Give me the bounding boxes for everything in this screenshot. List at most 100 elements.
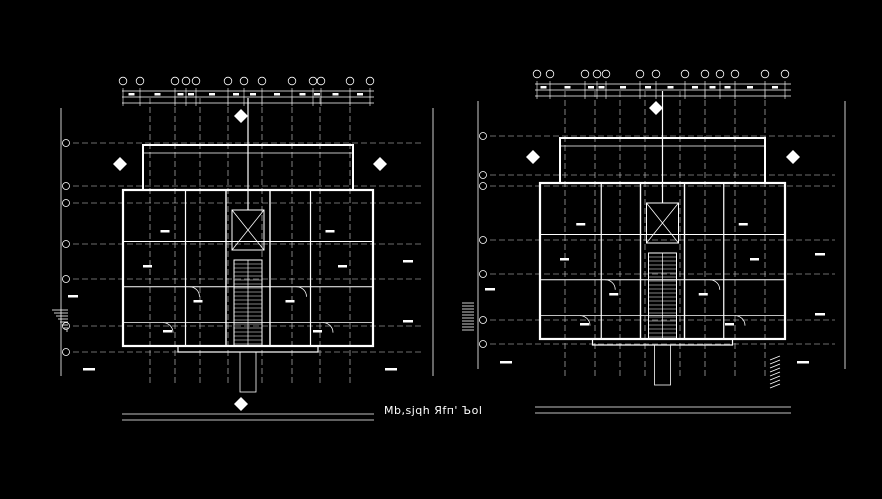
ramp-hatch xyxy=(769,355,781,361)
grid-bubble xyxy=(62,182,70,190)
dimension-tag xyxy=(724,86,731,89)
door-swing xyxy=(734,315,746,326)
grid-bubble xyxy=(62,240,70,248)
grid-bubble xyxy=(365,76,375,86)
grid-bubble xyxy=(479,340,487,348)
dimension-tag xyxy=(588,86,594,89)
grid-bubble xyxy=(592,69,602,79)
dimension-tag xyxy=(188,93,194,96)
dimension-tag xyxy=(338,265,347,268)
dimension-tag xyxy=(576,223,586,226)
dimension-tag xyxy=(193,300,203,303)
dimension-tag xyxy=(128,93,135,96)
right-floor-plan xyxy=(462,69,846,414)
door-swing xyxy=(296,286,307,297)
grid-bubble xyxy=(780,69,790,79)
grid-bubble xyxy=(651,69,661,79)
dimension-tag xyxy=(285,300,295,303)
entrance-stair xyxy=(654,344,671,386)
dimension-tag xyxy=(403,320,413,323)
grid-bubble xyxy=(532,69,542,79)
elevator-cross xyxy=(646,202,679,244)
dimension-tag xyxy=(154,93,161,96)
elevator-cross xyxy=(231,209,265,251)
dimension-tag xyxy=(83,368,95,371)
grid-bubble xyxy=(62,199,70,207)
dimension-tag xyxy=(698,293,708,296)
dimension-tag xyxy=(357,93,363,96)
dimension-tag xyxy=(177,93,184,96)
dimension-tag xyxy=(274,93,280,96)
dimension-tag xyxy=(403,260,413,263)
dimension-tag xyxy=(564,86,571,89)
ramp-hatch xyxy=(769,383,781,389)
grid-bubble xyxy=(580,69,590,79)
grid-bubble xyxy=(715,69,725,79)
dimension-tag xyxy=(313,330,322,333)
dimension-tag xyxy=(385,368,397,371)
ramp-hatch xyxy=(769,379,781,385)
dimension-tag xyxy=(250,93,256,96)
north-marker-icon xyxy=(234,397,248,411)
grid-bubble xyxy=(479,132,487,140)
grid-bubble xyxy=(257,76,267,86)
grid-bubble xyxy=(479,270,487,278)
ramp-hatch xyxy=(769,367,781,373)
north-marker-icon xyxy=(526,150,540,164)
ramp-hatch xyxy=(769,363,781,369)
ramp-hatch xyxy=(769,359,781,365)
dimension-tag xyxy=(645,86,651,89)
grid-bubble xyxy=(191,76,201,86)
dimension-tag xyxy=(797,361,809,364)
grid-bubble xyxy=(118,76,128,86)
grid-bubble xyxy=(760,69,770,79)
left-floor-plan xyxy=(52,76,434,421)
door-swing xyxy=(709,279,721,290)
dimension-tag xyxy=(299,93,306,96)
grid-bubble xyxy=(62,322,70,330)
dimension-tag xyxy=(772,86,778,89)
dimension-tag xyxy=(580,323,589,326)
grid-bubble xyxy=(135,76,145,86)
dimension-tag xyxy=(314,93,320,96)
dimension-tag xyxy=(620,86,626,89)
drawing-caption: Mb,sjqh Яfп' Ъol xyxy=(384,404,483,417)
grid-bubble xyxy=(308,76,318,86)
dimension-tag xyxy=(598,86,605,89)
dimension-tag xyxy=(500,361,512,364)
door-swing xyxy=(322,322,334,333)
grid-bubble xyxy=(545,69,555,79)
grid-bubble xyxy=(479,316,487,324)
grid-bubble xyxy=(62,139,70,147)
dimension-tag xyxy=(332,93,339,96)
dimension-tag xyxy=(667,86,674,89)
door-swing xyxy=(579,315,591,326)
grid-bubble xyxy=(62,275,70,283)
dimension-tag xyxy=(709,86,716,89)
dimension-tag xyxy=(609,293,619,296)
grid-bubble xyxy=(601,69,611,79)
door-swing xyxy=(189,286,200,297)
grid-bubble xyxy=(700,69,710,79)
grid-bubble xyxy=(181,76,191,86)
grid-bubble xyxy=(479,236,487,244)
ramp-hatch xyxy=(769,371,781,377)
grid-bubble xyxy=(479,171,487,179)
grid-bubble xyxy=(316,76,326,86)
dimension-tag xyxy=(163,330,172,333)
dimension-tag xyxy=(815,253,825,256)
grid-bubble xyxy=(287,76,297,86)
grid-bubble xyxy=(635,69,645,79)
dimension-tag xyxy=(747,86,753,89)
north-marker-icon xyxy=(373,157,387,171)
dimension-tag xyxy=(750,258,759,261)
dimension-tag xyxy=(143,265,152,268)
north-marker-icon xyxy=(786,150,800,164)
dimension-tag xyxy=(325,230,335,233)
dimension-tag xyxy=(160,230,170,233)
entrance-stair xyxy=(239,351,257,393)
dimension-tag xyxy=(68,295,78,298)
dimension-tag xyxy=(233,93,239,96)
north-marker-icon xyxy=(649,101,663,115)
